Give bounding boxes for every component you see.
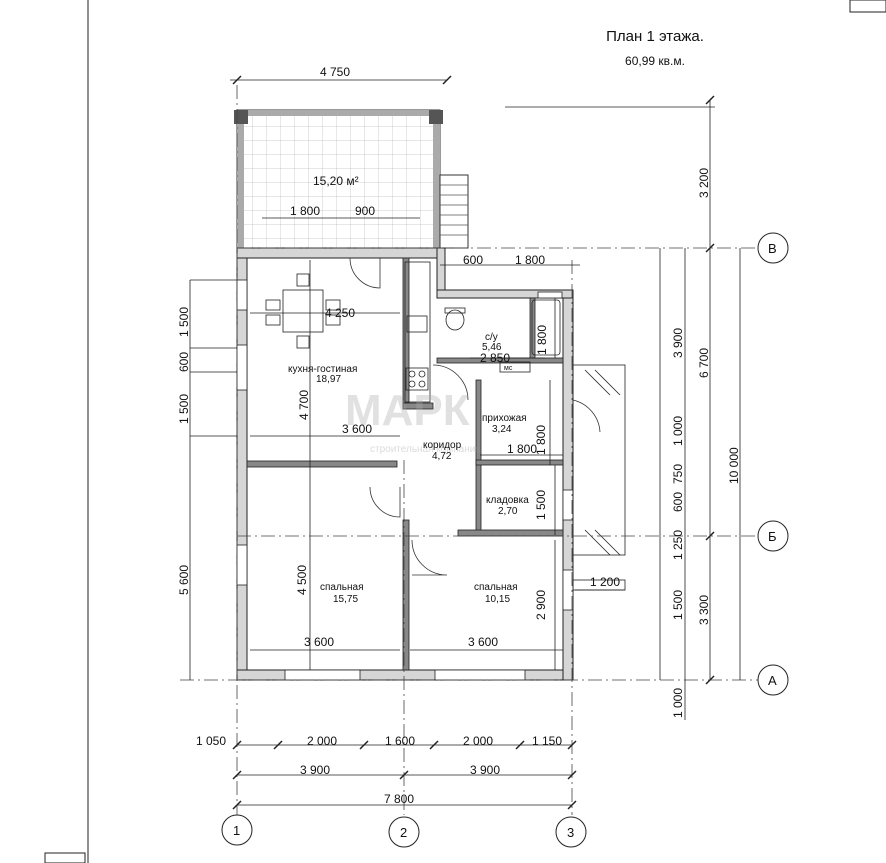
corridor-area: 4,72 [432, 451, 452, 462]
axis-marker-3 [555, 816, 587, 848]
bedroom1-name: спальная [320, 582, 364, 593]
bedroom2-dim-width: 3 600 [468, 635, 498, 649]
dim-right-1250: 1 250 [671, 530, 685, 560]
kitchen-dim-top: 4 250 [325, 306, 355, 320]
dim-terrace-b: 900 [355, 204, 375, 218]
terrace [234, 109, 469, 249]
axis-marker-2 [388, 816, 420, 848]
dim-left-600: 600 [177, 352, 191, 372]
bedroom2-dim-height: 2 900 [534, 590, 548, 620]
bedroom2-area: 10,15 [485, 594, 510, 605]
dim-porch-1200: 1 200 [590, 575, 620, 589]
dim-right-3900: 3 900 [671, 328, 685, 358]
dim-right-750: 750 [671, 464, 685, 484]
axis-label-b: Б [768, 529, 777, 544]
dim-right-6700: 6 700 [697, 348, 711, 378]
axis-marker-a [757, 664, 789, 696]
axis-label-1: 1 [233, 823, 240, 838]
sheet-corner-stamp [849, 0, 886, 13]
plan-title: План 1 этажа. [606, 28, 704, 45]
dim-bottom-2000b: 2 000 [463, 734, 493, 748]
dim-right-3300: 3 300 [697, 595, 711, 625]
door-swings [349, 257, 601, 576]
hall-area: 3,24 [492, 424, 512, 435]
dining-table [265, 273, 341, 349]
dimension-ticks [232, 75, 715, 810]
bath-label-mc: мс [504, 365, 513, 372]
sheet-corner-stamp-bottom [44, 852, 86, 863]
axis-marker-b [757, 520, 789, 552]
bedroom2-name: спальная [474, 582, 518, 593]
entrance-porch [572, 364, 626, 591]
dim-left-5600: 5 600 [177, 565, 191, 595]
bath-dim-width: 2 850 [480, 351, 510, 365]
kitchen-dim-bottom: 3 600 [342, 422, 372, 436]
dim-right-600: 600 [671, 492, 685, 512]
kitchen-counter [404, 261, 431, 403]
axis-label-2: 2 [400, 825, 407, 840]
axis-label-a: А [768, 673, 777, 688]
dim-bottom-1600: 1 600 [385, 734, 415, 748]
dim-terrace-a: 1 800 [290, 204, 320, 218]
storage-dim-height: 1 500 [534, 490, 548, 520]
dim-bottom-3900b: 3 900 [470, 763, 500, 777]
bath-name: с/у [485, 332, 498, 343]
kitchen-dim-height: 4 700 [297, 390, 311, 420]
bath-dim-height: 1 800 [535, 325, 549, 355]
watermark-main: МАРК [345, 386, 470, 435]
hall-dim-height: 1 800 [534, 425, 548, 455]
axis-lines [180, 85, 760, 815]
axis-marker-v [757, 232, 789, 264]
bedroom1-dim-width: 3 600 [304, 635, 334, 649]
dim-right-3200: 3 200 [697, 168, 711, 198]
watermark-sub: строительная компания [370, 444, 481, 455]
bedroom1-area: 15,75 [333, 594, 358, 605]
dim-top-600: 600 [463, 253, 483, 267]
dim-bottom-3900a: 3 900 [300, 763, 330, 777]
kitchen-name: кухня-гостиная [288, 364, 357, 375]
kitchen-area: 18,97 [316, 374, 341, 385]
corridor-dim-width: 1 800 [507, 442, 537, 456]
bathroom-fixtures [444, 299, 561, 373]
bedroom1-dim-height: 4 500 [295, 565, 309, 595]
terrace-area: 15,20 м² [313, 174, 359, 188]
axis-label-3: 3 [567, 825, 574, 840]
dim-terrace-width: 4 750 [320, 65, 350, 79]
axis-marker-1 [221, 814, 253, 846]
storage-name: кладовка [486, 495, 529, 506]
watermark: МАРК строительная компания [345, 386, 481, 455]
hall-name: прихожая [482, 413, 527, 424]
dim-bottom-2000a: 2 000 [307, 734, 337, 748]
dim-right-1000b: 1 000 [671, 688, 685, 718]
dim-bottom-1150: 1 150 [532, 734, 562, 748]
dim-right-1000a: 1 000 [671, 416, 685, 446]
dim-bottom-7800: 7 800 [384, 792, 414, 806]
dim-left-1500b: 1 500 [177, 394, 191, 424]
dim-left-1500a: 1 500 [177, 307, 191, 337]
axis-label-v: В [768, 241, 777, 256]
dim-bottom-1050: 1 050 [196, 734, 226, 748]
storage-area: 2,70 [498, 506, 518, 517]
bath-area: 5,46 [482, 342, 502, 353]
dim-right-1500: 1 500 [671, 590, 685, 620]
dim-right-10000: 10 000 [727, 447, 741, 484]
corridor-name: коридор [423, 440, 462, 451]
axis-markers [221, 232, 789, 848]
plan-area-total: 60,99 кв.м. [625, 54, 685, 68]
dim-top-1800: 1 800 [515, 253, 545, 267]
